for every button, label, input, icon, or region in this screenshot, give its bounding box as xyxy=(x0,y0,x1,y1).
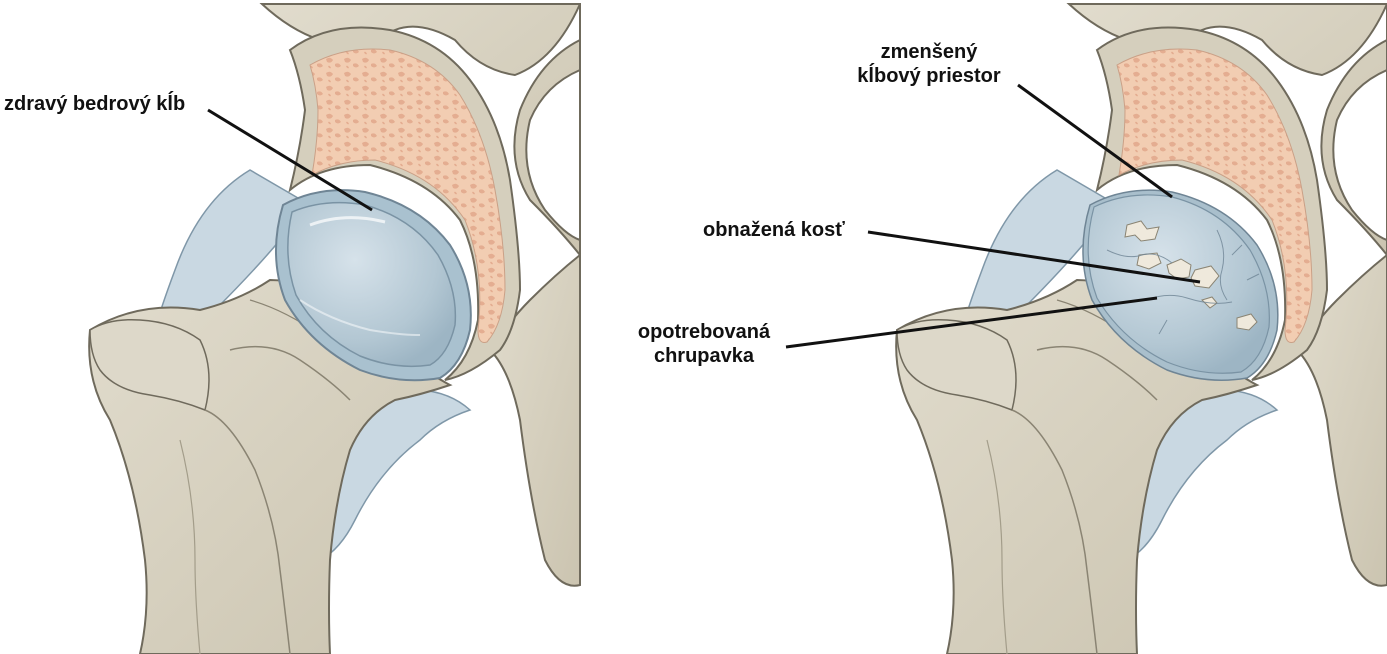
label-healthy-hip-joint: zdravý bedrový kĺb xyxy=(4,93,186,115)
label-reduced-joint-space-line1: zmenšený xyxy=(880,41,978,63)
healthy-femoral-head xyxy=(287,201,457,368)
exposed-bone-leader-line xyxy=(867,230,1201,284)
arthritic-hip-illustration xyxy=(895,3,1387,654)
healthy-hip-illustration xyxy=(88,3,581,654)
reduced-space-leader-line xyxy=(1017,83,1173,199)
label-reduced-joint-space-line2: kĺbový priestor xyxy=(857,65,1001,87)
label-worn-cartilage: opotrebovaná chrupavka xyxy=(622,320,786,368)
arthritic-femoral-head xyxy=(1087,194,1270,374)
healthy-joint-leader-line xyxy=(207,108,373,212)
label-worn-cartilage-line1: opotrebovaná xyxy=(637,321,771,343)
label-exposed-bone: obnažená kosť xyxy=(703,219,845,241)
worn-cartilage-leader-line xyxy=(785,296,1158,349)
label-reduced-joint-space: zmenšený kĺbový priestor xyxy=(834,40,1024,88)
exposed-bone-patches xyxy=(1124,220,1258,331)
label-worn-cartilage-line2: chrupavka xyxy=(653,345,755,367)
